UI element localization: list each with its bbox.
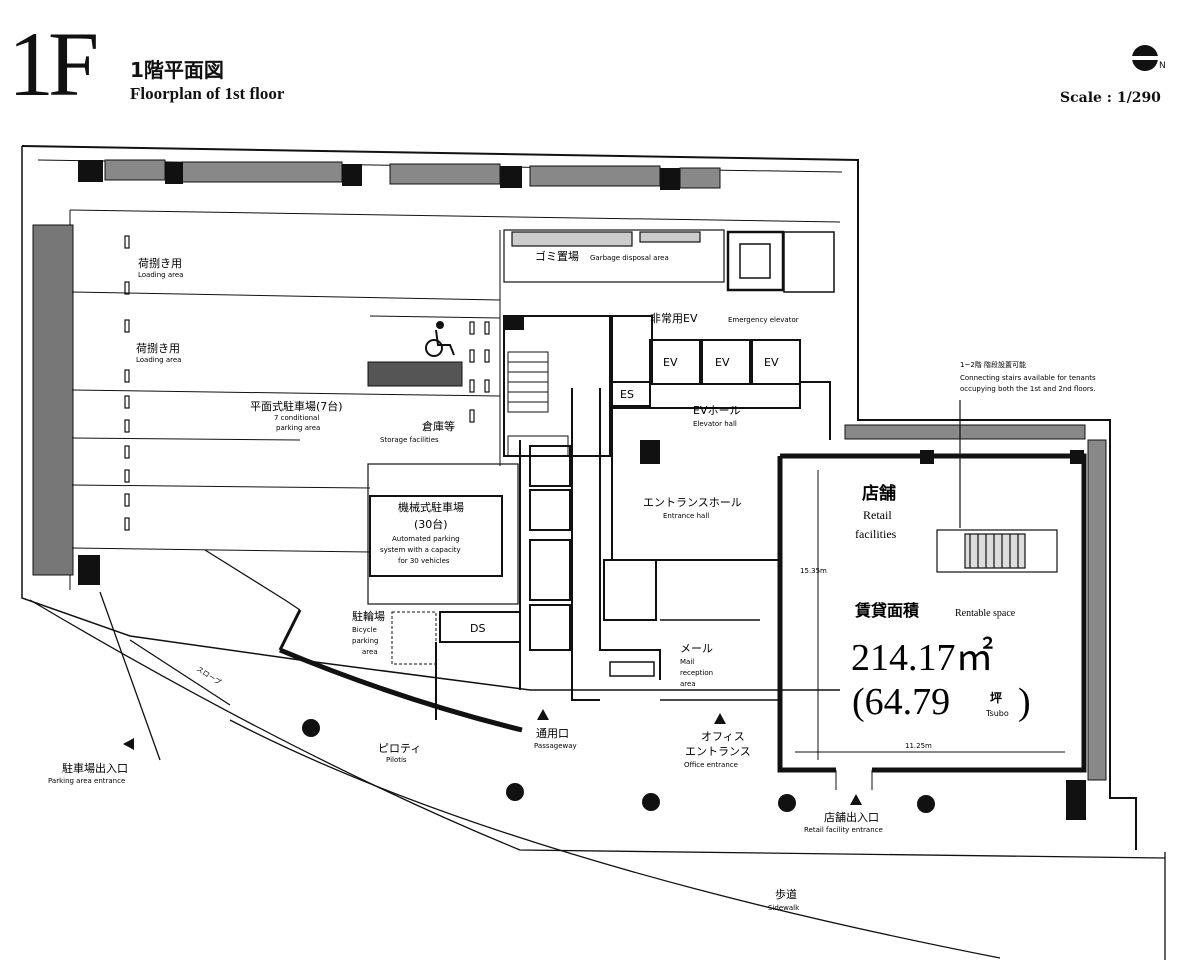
entrance-hall-ja: エントランスホール (643, 496, 742, 509)
loading2-ja: 荷捌き用 (136, 341, 180, 355)
stairs-core (507, 351, 569, 457)
auto-parking-en2: system with a capacity (380, 546, 461, 554)
storage-ja: 倉庫等 (422, 419, 455, 433)
ev-1: EV (663, 356, 678, 369)
auto-parking-ja1: 機械式駐車場 (398, 500, 464, 514)
auto-parking-en1: Automated parking (392, 535, 460, 543)
auto-parking-box (367, 463, 519, 605)
mail-area (609, 619, 780, 701)
floor-number: 1F (8, 13, 99, 115)
bicycle-en2: parking (352, 637, 379, 645)
slope-label: スロープ (195, 665, 222, 687)
parking-markers (124, 235, 490, 531)
mail-en3: area (680, 680, 696, 688)
corridor (435, 388, 661, 720)
sidewalk-en: Sidewalk (768, 904, 800, 912)
scale-label: Scale : 1/290 (1060, 90, 1161, 106)
connecting-en1: Connecting stairs available for tenants (960, 374, 1096, 382)
ev-hall-en: Elevator hall (693, 420, 737, 428)
bicycle-en1: Bicycle (352, 626, 377, 634)
retail-en1: Retail (863, 508, 892, 522)
retail-ja: 店舗 (862, 483, 896, 504)
svg-text:N: N (1159, 61, 1166, 71)
storage-en: Storage facilities (380, 436, 439, 444)
parking-lines (71, 230, 501, 553)
retail-space (777, 453, 1087, 790)
entrance-markers (123, 709, 862, 805)
parking-en2: parking area (276, 424, 320, 432)
connecting-stairs (936, 400, 1058, 573)
retail-entrance-ja: 店舗出入口 (824, 810, 879, 824)
pilotis-ja: ピロティ (378, 742, 421, 755)
area-tsubo-open: (64.79 (852, 681, 950, 723)
auto-parking-en3: for 30 vehicles (398, 557, 450, 565)
tsubo-ja: 坪 (990, 691, 1002, 705)
mail-en2: reception (680, 669, 713, 677)
emergency-ev-ja: 非常用EV (650, 312, 698, 325)
passage-ja: 通用口 (536, 727, 569, 740)
bicycle-area (391, 611, 437, 665)
bicycle-ja: 駐輪場 (352, 609, 385, 623)
building-outline (21, 145, 1137, 850)
columns (78, 160, 1086, 820)
entrance-hall-en: Entrance hall (663, 512, 709, 520)
area-tsubo-close: ) (1018, 681, 1031, 723)
ev-2: EV (715, 356, 730, 369)
north-arrow-icon: N (1132, 45, 1166, 71)
parking-entrance-en: Parking area entrance (48, 777, 125, 785)
passage-en: Passageway (534, 742, 577, 750)
left-planter (32, 224, 74, 576)
pilotis-en: Pilotis (386, 756, 407, 764)
mail-en1: Mail (680, 658, 694, 666)
curved-wall (279, 647, 523, 733)
connecting-ja: 1~2階 階段設置可能 (960, 360, 1026, 369)
wheelchair-icon (425, 321, 455, 357)
loading1-en: Loading area (138, 271, 183, 279)
garbage-ja: ゴミ置場 (535, 249, 579, 263)
loading1-ja: 荷捌き用 (138, 256, 182, 270)
emergency-elevator (726, 230, 835, 293)
ds-label: DS (470, 622, 485, 635)
pilotis-pillars (302, 719, 935, 813)
retail-entrance-en: Retail facility entrance (804, 826, 883, 834)
ev-hall-ja: EVホール (693, 404, 740, 417)
area-m2: 214.17㎡ (851, 637, 994, 679)
parking-en1: 7 conditional (274, 414, 319, 422)
sidewalk-ja: 歩道 (775, 887, 797, 901)
garbage-en: Garbage disposal area (590, 254, 669, 262)
office-en: Office entrance (684, 761, 738, 769)
auto-parking-ja2: (30台) (414, 517, 448, 531)
street-lines (29, 549, 1166, 960)
dim-horizontal: 11.25m (905, 742, 932, 750)
mail-ja: メール (680, 642, 713, 655)
parking-entrance-ja: 駐車場出入口 (62, 761, 128, 775)
office-ja1: オフィス (701, 730, 745, 743)
title-japanese: 1階平面図 (130, 58, 224, 82)
office-ja2: エントランス (685, 745, 751, 758)
tsubo-en: Tsubo (985, 709, 1009, 718)
parking-ja: 平面式駐車場(7台) (250, 399, 343, 413)
title-english: Floorplan of 1st floor (130, 84, 285, 103)
connecting-en2: occupying both the 1st and 2nd floors. (960, 385, 1096, 393)
es-label: ES (620, 388, 634, 401)
garbage-area (503, 229, 725, 283)
rentable-ja: 賃貸面積 (854, 601, 920, 620)
loading2-en: Loading area (136, 356, 181, 364)
bicycle-en3: area (362, 648, 378, 656)
retail-en2: facilities (855, 527, 897, 541)
dim-vertical: 15.35m (800, 567, 827, 575)
emergency-ev-en: Emergency elevator (728, 316, 799, 324)
ev-3: EV (764, 356, 779, 369)
planter-strips (104, 159, 1107, 781)
rentable-en: Rentable space (955, 608, 1016, 619)
hatched-area (367, 361, 463, 387)
